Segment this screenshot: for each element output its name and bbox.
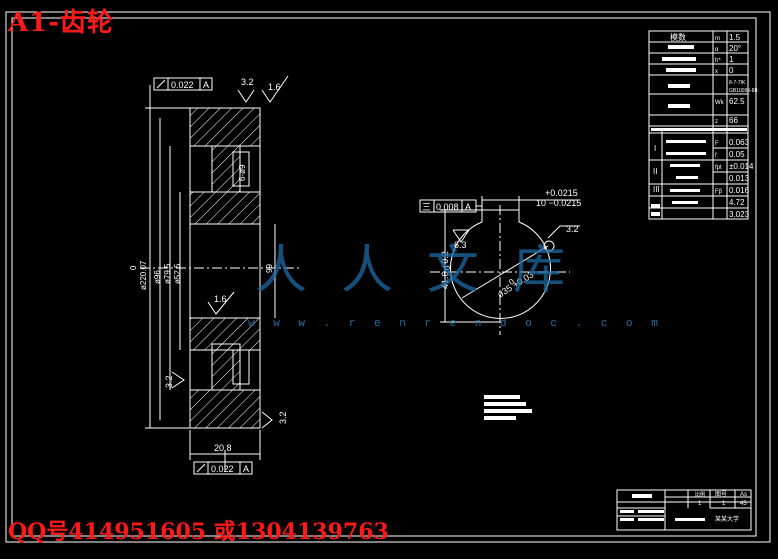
param-value: 62.5 — [729, 97, 745, 106]
gdt-bottom-tolerance: 0.022 — [211, 464, 234, 474]
roughness-label: 3.2 — [164, 375, 174, 388]
depth-dim: 41.6 +0.2 — [440, 251, 450, 289]
key-tol-upper: +0.0215 — [545, 188, 578, 198]
dim-d3: ø79.5 — [163, 263, 172, 284]
param-table-header: 模数 — [670, 32, 686, 42]
param-group-label: II — [653, 167, 657, 176]
roughness-label: 3.2 — [241, 77, 254, 87]
tech-notes — [484, 395, 532, 420]
roughness-label: 3.2 — [278, 411, 288, 424]
overlay-title: A1-齿轮 — [8, 8, 115, 38]
roughness-label: 3.2 — [566, 224, 579, 234]
dim-hole: 6-ø9 — [238, 164, 247, 181]
param-group-label: III — [653, 185, 660, 194]
dim-bore: 66 — [264, 264, 273, 273]
dim-d1: ø220.07 — [139, 260, 148, 290]
param-symbol: f — [715, 153, 717, 159]
param-symbol: Wk — [715, 100, 725, 106]
dim-d2: ø96 — [153, 270, 162, 284]
param-value: 66 — [729, 116, 738, 125]
title-block-grid — [616, 489, 752, 531]
gdt-top-tolerance: 0.022 — [171, 80, 194, 90]
bore-dim-lower: 0 — [507, 277, 516, 287]
param-value: 1.5 — [729, 33, 741, 42]
overlay-contact: QQ号414951605 或1304139763 — [8, 519, 389, 545]
param-value: 0.016 — [729, 186, 750, 195]
param-symbol: F — [715, 141, 719, 147]
param-symbol: x — [715, 69, 718, 75]
dim-d4: ø52.5 — [173, 263, 182, 284]
school-name: 某某大学 — [715, 515, 739, 523]
mat-value: 45 — [740, 501, 747, 507]
roughness-label: 6.3 — [454, 240, 467, 250]
param-value: 20° — [729, 44, 741, 53]
param-symbol: h* — [715, 58, 721, 64]
dim-d1-pre: 0 — [129, 265, 138, 270]
param-value: 0.05 — [729, 150, 745, 159]
param-value: 0.063 — [729, 138, 750, 147]
depth-dim-lower: 0 — [443, 265, 452, 270]
param-table-grid — [648, 30, 749, 220]
roughness-label: 1.6 — [268, 82, 281, 92]
param-value: GB10095-88 — [729, 88, 758, 94]
sheet-border — [5, 11, 771, 543]
gear-section-view — [140, 75, 300, 470]
drawing-no-label: 图号 — [715, 491, 727, 498]
gdt-right-tolerance: 0.008 — [436, 202, 459, 212]
param-symbol: z — [715, 119, 718, 125]
param-value: 3.023 — [729, 210, 750, 219]
param-value: ±0.014 — [729, 162, 754, 171]
gdt-frame-bottom — [193, 461, 253, 475]
param-value: 0 — [729, 66, 734, 75]
title-block-redacted — [620, 494, 705, 521]
watermark-url: w w w . r e n r e n d o c . c o m — [248, 318, 664, 330]
gdt-top-datum: A — [203, 80, 209, 90]
mat-label: As — [740, 492, 747, 498]
param-symbol: α — [715, 47, 719, 53]
param-value: 0.013 — [729, 174, 750, 183]
key-width: 10 −0.0215 — [536, 198, 581, 208]
param-symbol: fpt — [715, 165, 722, 171]
qty-value: 1 — [722, 501, 726, 507]
roughness-label: 1.6 — [214, 294, 227, 304]
gdt-right-symbol: 三 — [422, 202, 431, 212]
param-group-label: I — [654, 144, 656, 153]
param-value: 1 — [729, 55, 734, 64]
bore-keyway-view — [430, 196, 580, 335]
gdt-frame-right — [419, 199, 482, 213]
gdt-right-datum: A — [465, 202, 471, 212]
watermark-text: 人人文库 — [255, 241, 600, 301]
gdt-frame-top — [153, 77, 213, 91]
frame-border — [11, 17, 757, 537]
param-symbol: m — [715, 36, 720, 42]
gdt-bottom-datum: A — [243, 464, 249, 474]
param-table-redacted — [651, 45, 747, 216]
param-symbol: Fβ — [715, 189, 723, 195]
dim-width: 20.8 — [214, 443, 232, 453]
param-value: 8-7-7IK — [729, 80, 746, 86]
scale-label: 比例 — [695, 491, 705, 498]
param-value: 4.72 — [729, 198, 745, 207]
scale-value: 1 — [698, 501, 702, 507]
